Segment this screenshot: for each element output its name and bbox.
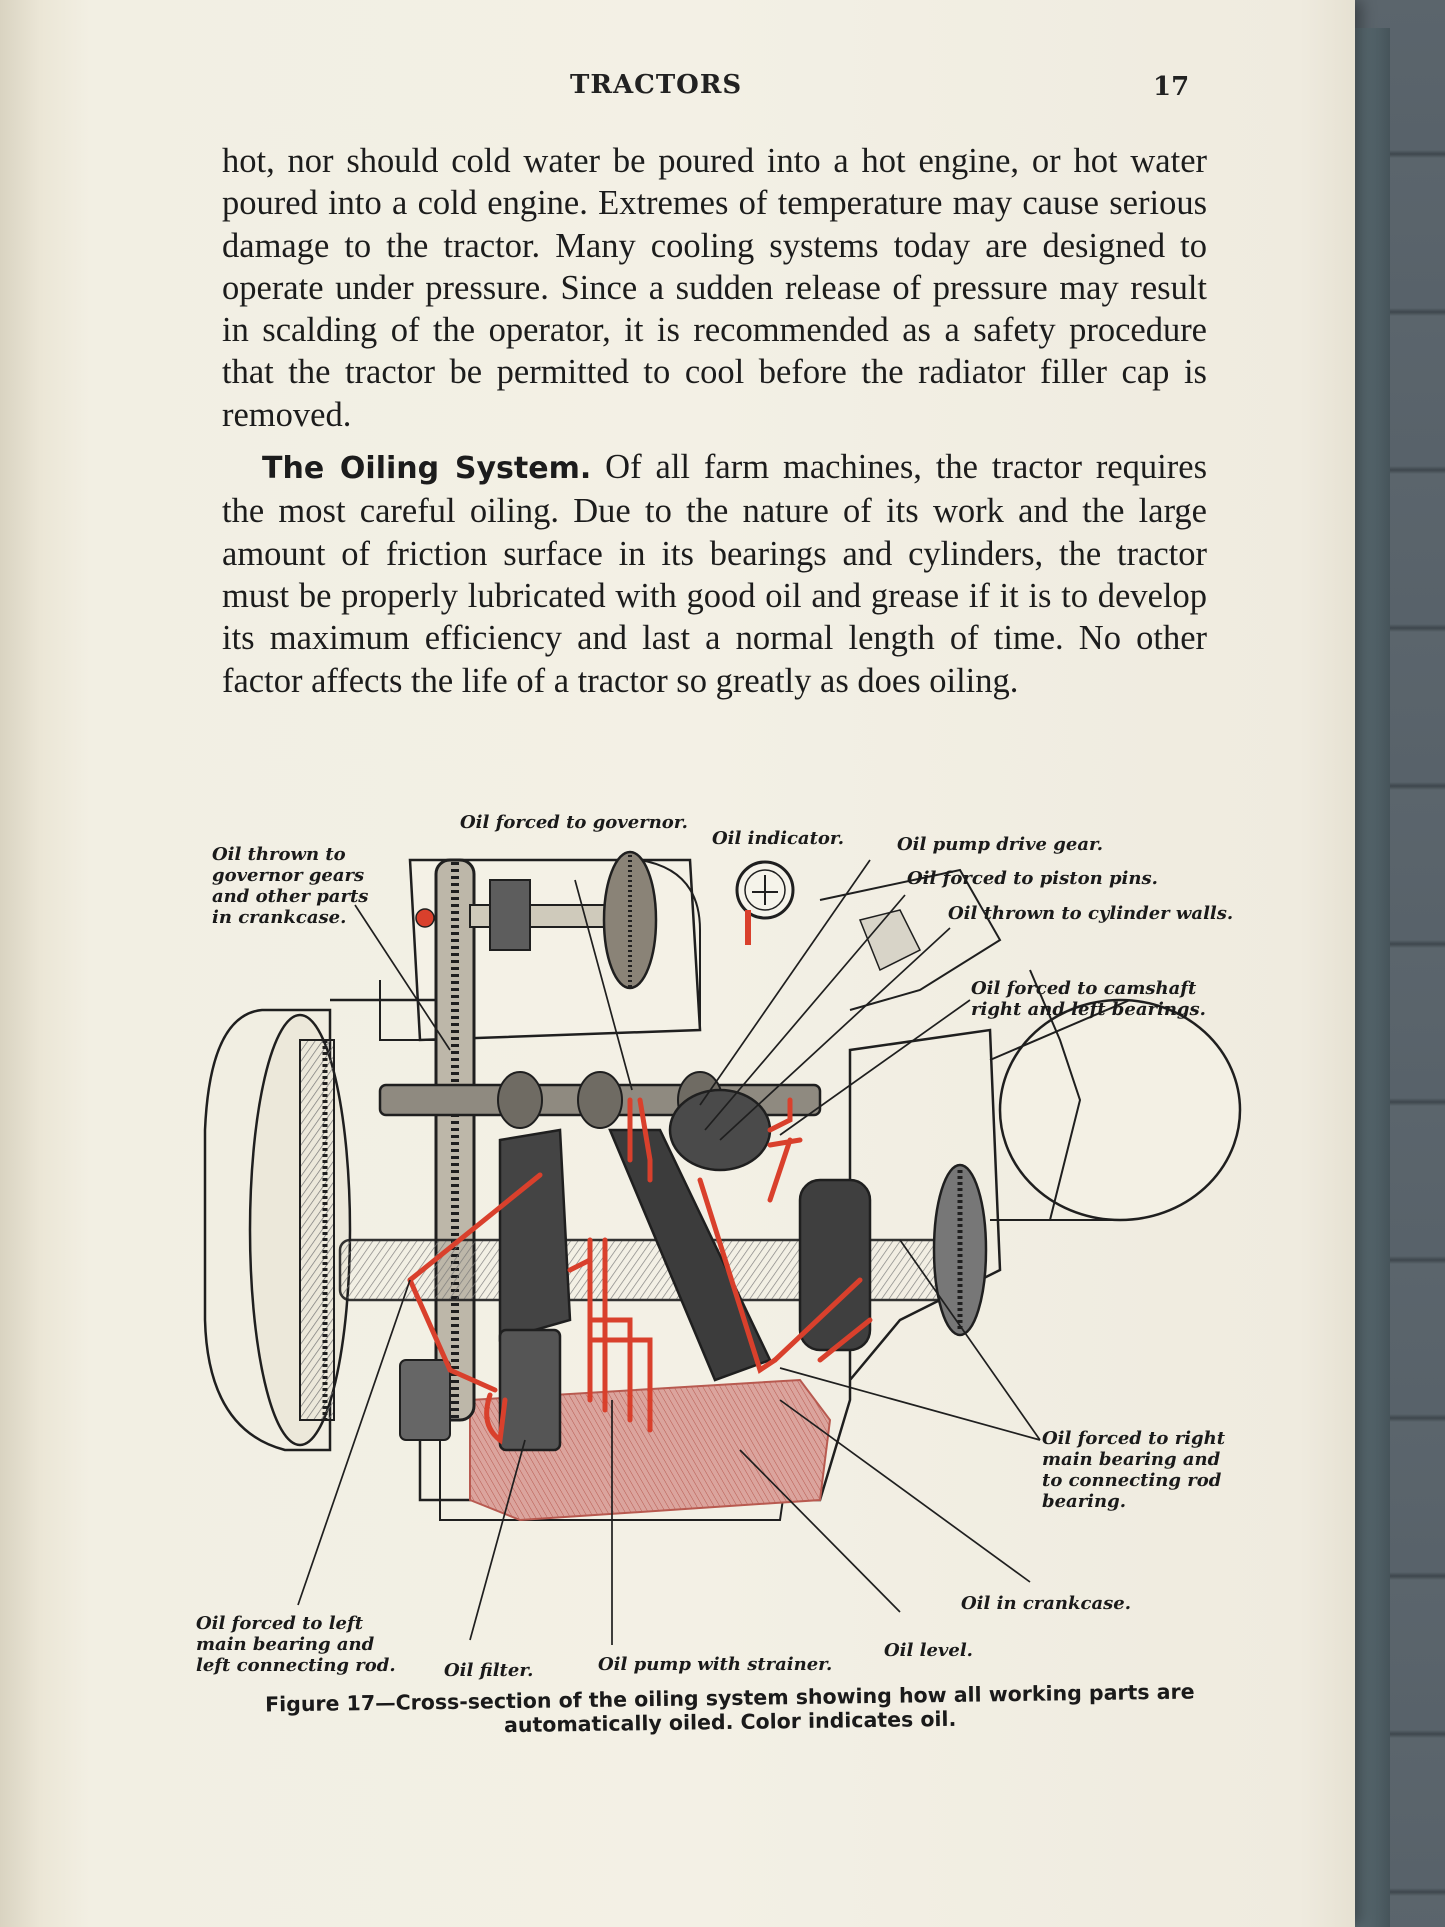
timing-gear (434, 858, 476, 1422)
callout-oil-forced-to-camshaft: Oil forced to camshaft right and left be… (971, 978, 1206, 1020)
running-head: TRACTORS 17 (0, 70, 1355, 110)
section-heading-oiling-system: The Oiling System. (262, 451, 592, 487)
callout-oil-level: Oil level. (884, 1640, 973, 1661)
callout-oil-in-crankcase: Oil in crankcase. (961, 1593, 1131, 1614)
oil-indicator-gauge (735, 860, 795, 945)
callout-oil-forced-to-right-main-bearing: Oil forced to right main bearing and to … (1042, 1428, 1226, 1512)
engine-cross-section-illustration (203, 850, 1242, 1645)
callout-oil-forced-to-governor: Oil forced to governor. (460, 812, 688, 833)
paragraph-oiling-text: Of all farm machines, the tractor requir… (222, 448, 1207, 700)
oil-lines (407, 1097, 873, 1445)
callout-oil-forced-to-piston-pins: Oil forced to piston pins. (907, 868, 1158, 889)
callout-oil-forced-to-left-main-bearing: Oil forced to left main bearing and left… (196, 1613, 396, 1676)
oil-filter-and-pump (399, 1328, 562, 1452)
pulley-right (989, 969, 1242, 1222)
body-text: hot, nor should cold water be poured int… (222, 140, 1207, 712)
callout-oil-indicator: Oil indicator. (712, 828, 845, 849)
running-title: TRACTORS (570, 70, 743, 100)
page-number: 17 (1153, 72, 1190, 102)
paragraph-cooling: hot, nor should cold water be poured int… (222, 142, 1207, 434)
callout-oil-pump-with-strainer: Oil pump with strainer. (598, 1654, 833, 1675)
book-page: TRACTORS 17 hot, nor should cold water b… (0, 0, 1355, 1927)
oiling-system-figure: Oil thrown to governor gears and other p… (0, 800, 1355, 1700)
callout-oil-pump-drive-gear: Oil pump drive gear. (897, 834, 1104, 855)
callout-leader-lines (297, 859, 1041, 1645)
callout-oil-thrown-to-cylinder-walls: Oil thrown to cylinder walls. (948, 903, 1234, 924)
callout-oil-filter: Oil filter. (444, 1660, 534, 1681)
crankshaft (338, 1088, 988, 1382)
paragraph-oiling: The Oiling System. Of all farm machines,… (222, 446, 1207, 702)
callout-oil-thrown-to-governor-gears: Oil thrown to governor gears and other p… (212, 844, 369, 928)
flywheel-left (203, 1008, 352, 1452)
